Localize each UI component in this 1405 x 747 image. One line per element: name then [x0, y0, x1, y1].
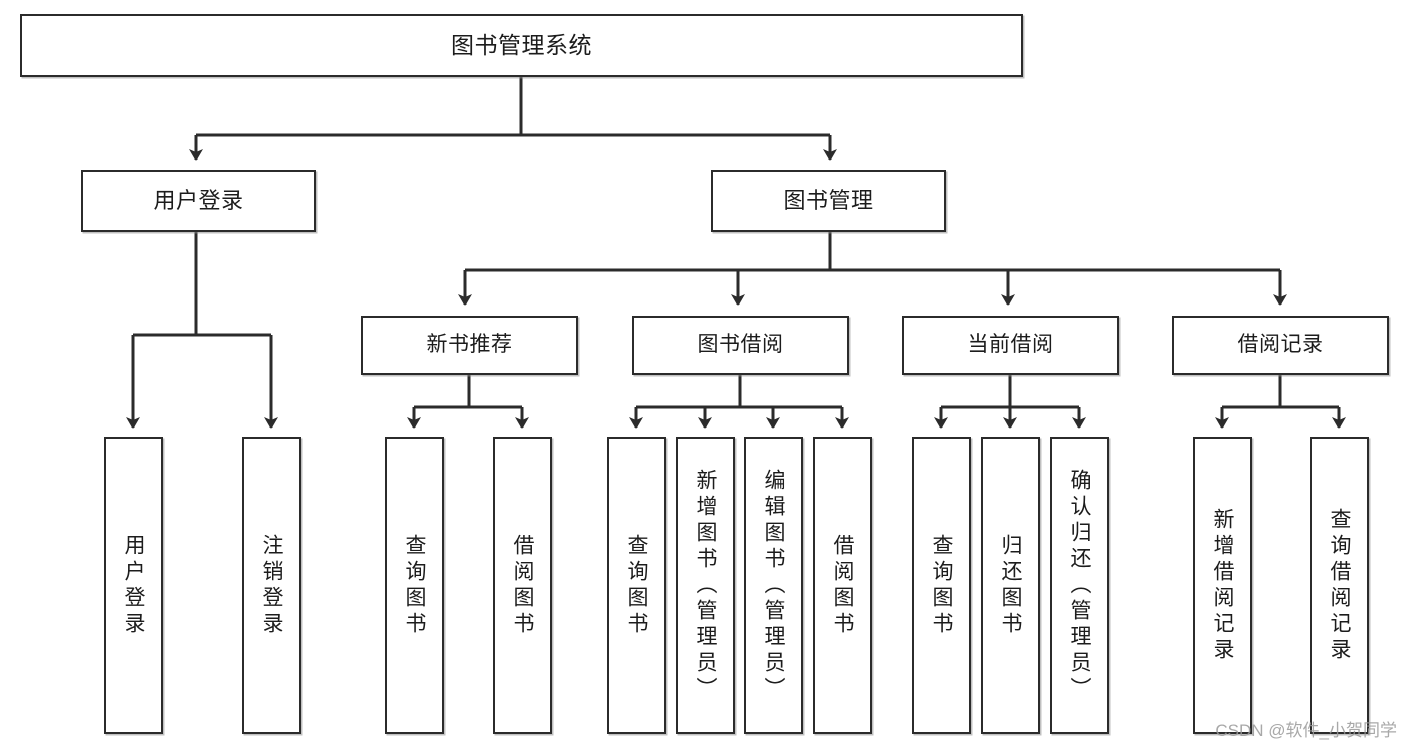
- leaf-new-book-borrow-label: 借阅图书: [511, 533, 534, 638]
- leaf-current-return-book[interactable]: 归还图书: [981, 437, 1040, 734]
- node-user-login-label: 用户登录: [153, 188, 244, 214]
- leaf-borrow-add-book-label: 新增图书（管理员）: [694, 468, 717, 703]
- leaf-user-login-logout[interactable]: 注销登录: [242, 437, 301, 734]
- leaf-current-query-book[interactable]: 查询图书: [912, 437, 971, 734]
- leaf-record-add-label: 新增借阅记录: [1211, 507, 1234, 664]
- leaf-borrow-add-book[interactable]: 新增图书（管理员）: [676, 437, 735, 734]
- node-user-login[interactable]: 用户登录: [81, 170, 316, 232]
- leaf-user-login-login-label: 用户登录: [122, 533, 145, 638]
- leaf-new-book-borrow[interactable]: 借阅图书: [493, 437, 552, 734]
- leaf-current-confirm-return-label: 确认归还（管理员）: [1068, 468, 1091, 703]
- node-new-book-recommend[interactable]: 新书推荐: [361, 316, 578, 375]
- node-current-borrow[interactable]: 当前借阅: [902, 316, 1119, 375]
- leaf-new-book-query-label: 查询图书: [403, 533, 426, 638]
- leaf-new-book-query[interactable]: 查询图书: [385, 437, 444, 734]
- leaf-borrow-edit-book[interactable]: 编辑图书（管理员）: [744, 437, 803, 734]
- node-book-management[interactable]: 图书管理: [711, 170, 946, 232]
- node-borrow-record[interactable]: 借阅记录: [1172, 316, 1389, 375]
- leaf-borrow-query-book[interactable]: 查询图书: [607, 437, 666, 734]
- leaf-record-add[interactable]: 新增借阅记录: [1193, 437, 1252, 734]
- leaf-current-confirm-return[interactable]: 确认归还（管理员）: [1050, 437, 1109, 734]
- leaf-borrow-borrow-book-label: 借阅图书: [831, 533, 854, 638]
- node-book-management-label: 图书管理: [783, 188, 874, 214]
- leaf-user-login-logout-label: 注销登录: [260, 533, 283, 638]
- leaf-borrow-edit-book-label: 编辑图书（管理员）: [762, 468, 785, 703]
- node-book-borrow-label: 图书借阅: [697, 333, 784, 357]
- leaf-borrow-borrow-book[interactable]: 借阅图书: [813, 437, 872, 734]
- leaf-current-query-book-label: 查询图书: [930, 533, 953, 638]
- leaf-record-query-label: 查询借阅记录: [1328, 507, 1351, 664]
- node-book-borrow[interactable]: 图书借阅: [632, 316, 849, 375]
- node-new-book-recommend-label: 新书推荐: [426, 333, 513, 357]
- node-root-system[interactable]: 图书管理系统: [20, 14, 1023, 77]
- node-current-borrow-label: 当前借阅: [967, 333, 1054, 357]
- leaf-record-query[interactable]: 查询借阅记录: [1310, 437, 1369, 734]
- leaf-user-login-login[interactable]: 用户登录: [104, 437, 163, 734]
- node-root-label: 图书管理系统: [451, 31, 592, 58]
- node-borrow-record-label: 借阅记录: [1237, 333, 1324, 357]
- leaf-current-return-book-label: 归还图书: [999, 533, 1022, 638]
- leaf-borrow-query-book-label: 查询图书: [625, 533, 648, 638]
